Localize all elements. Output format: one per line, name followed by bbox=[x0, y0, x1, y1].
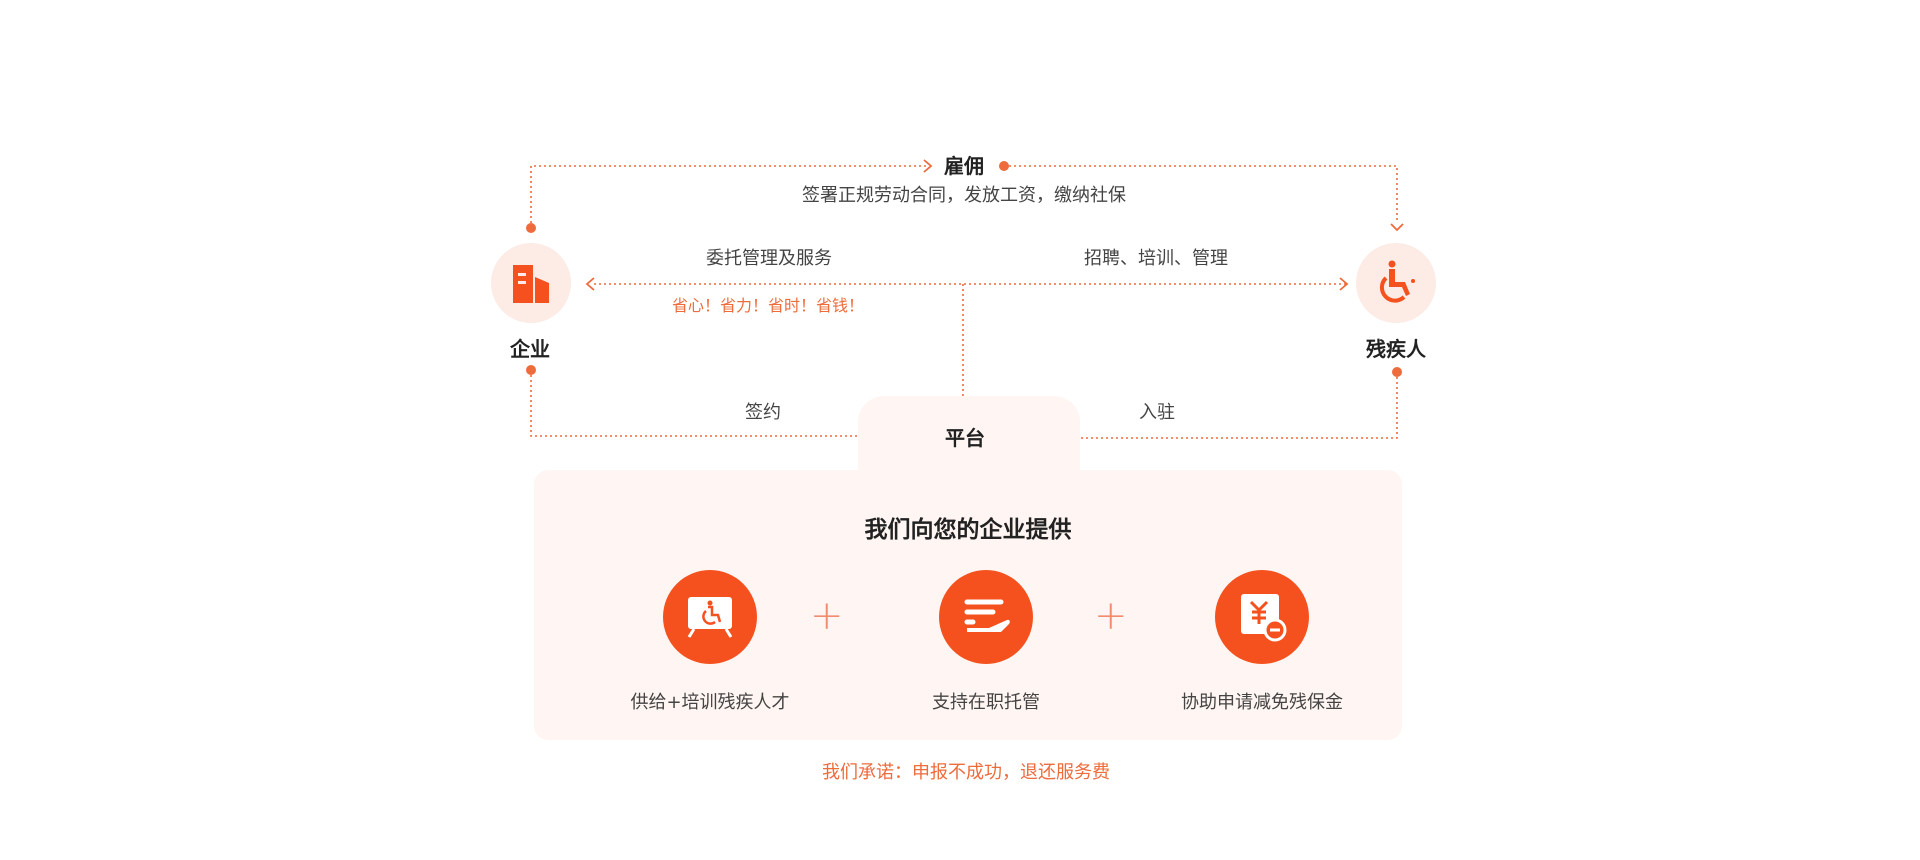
feature-subsidy-label: 协助申请减免残保金 bbox=[1181, 692, 1343, 713]
sign-line bbox=[530, 370, 928, 437]
building-icon bbox=[513, 265, 549, 303]
hire-title: 雇佣 bbox=[944, 154, 984, 178]
disabled-label: 残疾人 bbox=[1366, 337, 1426, 361]
platform-tab bbox=[858, 396, 1080, 476]
disabled-node bbox=[1356, 243, 1436, 323]
feature-talent: 供给+培训残疾人才 bbox=[590, 570, 830, 714]
hire-line bbox=[530, 165, 1398, 228]
feature-talent-badge bbox=[663, 570, 757, 664]
promise-text: 我们承诺：申报不成功，退还服务费 bbox=[822, 762, 1110, 783]
panel-title: 我们向您的企业提供 bbox=[864, 517, 1072, 543]
dot-enterprise-bottom bbox=[526, 365, 536, 375]
arrow-enterprise-left bbox=[585, 277, 595, 291]
yuan-minus-icon bbox=[1241, 594, 1287, 642]
recruit-label: 招聘、培训、管理 bbox=[1084, 248, 1228, 269]
wheelchair-screen-icon bbox=[687, 597, 733, 638]
hire-description: 签署正规劳动合同，发放工资，缴纳社保 bbox=[802, 185, 1126, 206]
join-line bbox=[1006, 372, 1398, 439]
arrow-disabled-right bbox=[1339, 277, 1349, 291]
feature-subsidy: 协助申请减免残保金 bbox=[1142, 570, 1382, 714]
hand-care-icon bbox=[964, 599, 1010, 632]
dot-disabled-bottom bbox=[1392, 367, 1402, 377]
arrow-hire bbox=[923, 159, 933, 173]
sign-label: 签约 bbox=[745, 402, 781, 423]
wheelchair-icon bbox=[1379, 260, 1415, 303]
dot-enterprise-top bbox=[526, 223, 536, 233]
feature-subsidy-badge bbox=[1215, 570, 1309, 664]
plus-separator-1: + bbox=[810, 593, 844, 639]
service-panel: 我们向您的企业提供 供给+培训残疾人才 + 支持在职托管 + bbox=[534, 470, 1402, 740]
service-label: 委托管理及服务 bbox=[706, 248, 832, 269]
plus-separator-2: + bbox=[1094, 593, 1128, 639]
join-label: 入驻 bbox=[1139, 402, 1175, 423]
feature-hosting: 支持在职托管 bbox=[866, 570, 1106, 714]
enterprise-label: 企业 bbox=[510, 337, 550, 361]
benefit-slogan: 省心！省力！省时！省钱！ bbox=[672, 296, 865, 315]
dot-hire bbox=[999, 161, 1009, 171]
arrow-disabled-down bbox=[1390, 223, 1404, 232]
platform-label: 平台 bbox=[945, 426, 985, 450]
feature-hosting-badge bbox=[939, 570, 1033, 664]
enterprise-node bbox=[491, 243, 571, 323]
feature-hosting-label: 支持在职托管 bbox=[932, 692, 1040, 713]
feature-talent-label: 供给+培训残疾人才 bbox=[630, 692, 790, 713]
